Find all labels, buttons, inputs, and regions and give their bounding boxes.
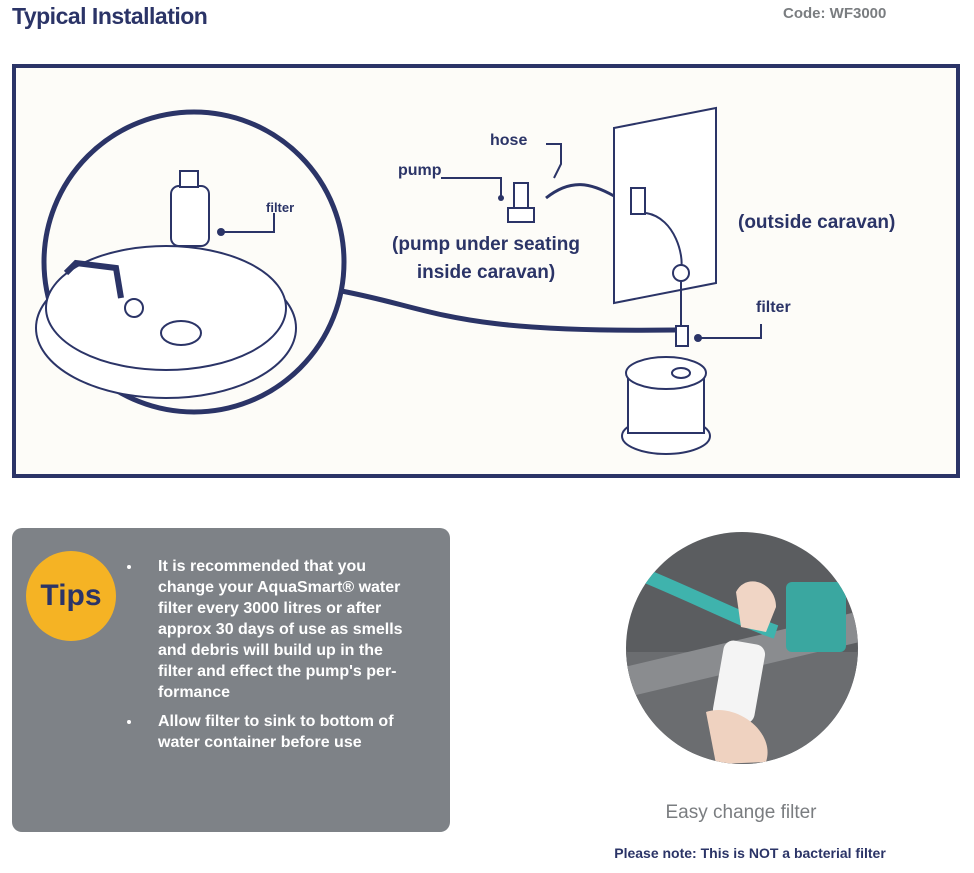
filter-closeup-icon: [170, 170, 210, 247]
product-code: Code: WF3000: [783, 5, 887, 22]
pump-location-line1: (pump under seating: [392, 234, 580, 255]
hose-line: [335, 287, 677, 333]
photo-illustration: [626, 565, 858, 764]
container-closeup-icon: [35, 245, 297, 399]
hose-label: hose: [490, 132, 528, 149]
filter-change-photo: [626, 532, 858, 764]
pump-location-line2: inside caravan): [416, 262, 556, 283]
filter-icon: [675, 325, 689, 347]
pump-icon: [507, 182, 535, 223]
pump-label: pump: [398, 162, 442, 179]
outside-caravan-label: (outside caravan): [738, 212, 896, 233]
wall-panel: [613, 106, 717, 305]
tips-badge: Tips: [26, 551, 116, 641]
diagram-illustration: [35, 106, 762, 455]
tips-list: It is recommended that you change your A…: [122, 556, 412, 761]
bacterial-filter-note: Please note: This is NOT a bacterial fil…: [614, 845, 886, 861]
tip-item: Allow filter to sink to bottom of water …: [142, 711, 412, 753]
tip-item: It is recommended that you change your A…: [142, 556, 412, 703]
photo-caption: Easy change filter: [665, 802, 817, 823]
page-title: Typical Installation: [12, 3, 208, 29]
wall-socket-icon: [630, 187, 646, 215]
filter-zoom-label: filter: [266, 200, 295, 215]
installation-diagram: hose pump filter (pump under seating ins…: [12, 64, 960, 478]
filter-label: filter: [756, 299, 791, 316]
water-container-icon: [621, 356, 711, 455]
